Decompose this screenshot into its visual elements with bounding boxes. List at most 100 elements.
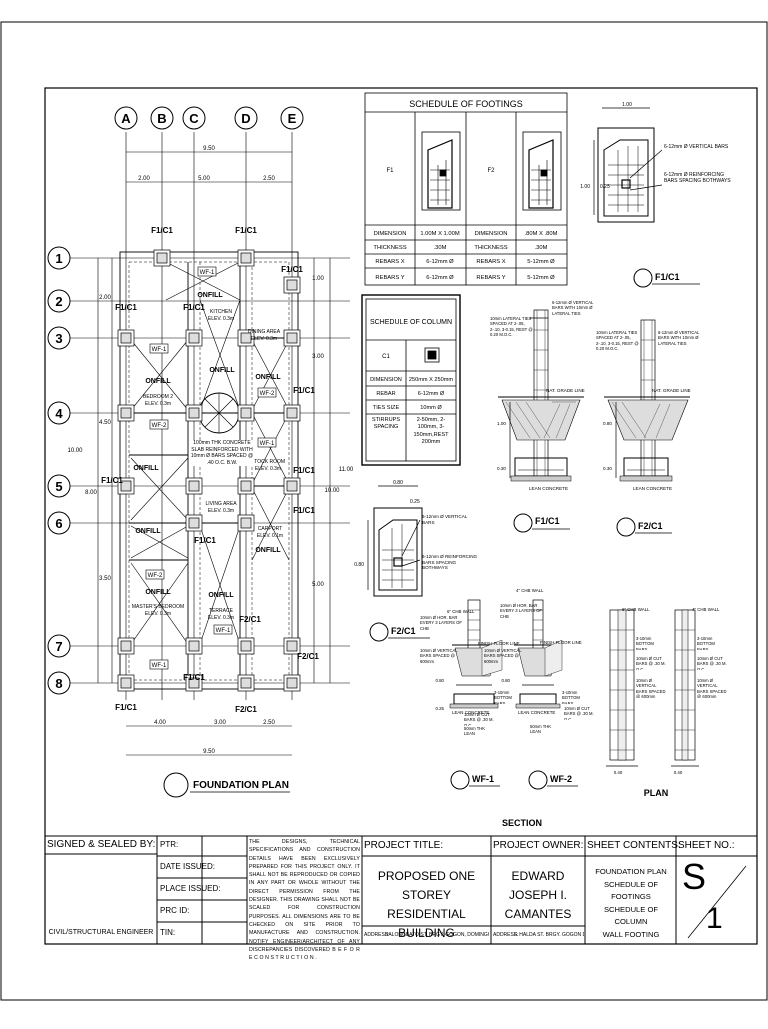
footing-cell: .30M	[434, 245, 447, 251]
footing-cell: 5-12mm Ø	[527, 275, 555, 281]
footing-cell: REBARS X	[375, 259, 404, 265]
column-cell: TIES SIZE	[373, 405, 400, 411]
tag-wf1: WF-1	[260, 441, 275, 447]
tag-wf2: WF-2	[260, 391, 275, 397]
tag-f1c1: F1/C1	[115, 303, 137, 312]
dim-label: 1.00	[497, 421, 506, 426]
tag-f1c1: F1/C1	[183, 673, 205, 682]
dim-label: 1.00	[622, 102, 632, 108]
column-cell: 250mm X 250mm	[409, 377, 453, 383]
sheet-content-item: SCHEDULE OF FOOTINGS	[603, 879, 658, 902]
dim-right-3: 11.00	[339, 467, 354, 473]
column-c1-label: C1	[382, 354, 390, 360]
detail-bubble	[616, 517, 636, 537]
slab-note: 100mm THK CONCRETE SLAB REINFORCED WITH …	[190, 440, 254, 466]
footing-cell: THICKNESS	[373, 245, 406, 251]
footing-cell: REBARS Y	[476, 275, 505, 281]
detail-bubble	[528, 770, 548, 790]
vert-bars-note: 10mm Ø VERTICAL BARS SPACED @ 600mm	[484, 648, 522, 664]
dim-label: 0.80	[354, 562, 364, 568]
title-block	[45, 835, 757, 944]
grid-row-8: 8	[55, 676, 62, 691]
cut-bars-note: 10mm Ø CUT BARS @ .30 M. O.C.	[636, 656, 666, 670]
prc-id-label: PRC ID:	[160, 906, 190, 915]
onfill-label: ONFILL	[133, 465, 159, 472]
f2c1-plan-detail	[367, 485, 423, 597]
footing-cell: REBARS X	[476, 259, 505, 265]
f1c1-section-detail	[498, 309, 584, 482]
footing-cell: .80M X .80M	[525, 231, 558, 237]
grid-row-2: 2	[55, 294, 62, 309]
dim-top-2: 5.00	[198, 176, 210, 182]
dim-bot-total: 9.50	[203, 749, 215, 755]
tag-f2c1: F2/C1	[235, 705, 257, 714]
dim-top-1: 2.00	[138, 176, 150, 182]
onfill-label: ONFILL	[145, 378, 171, 385]
hor-bar-note: 10mm Ø HOR. BAR EVERY 3 LAYERS OF CHB	[500, 603, 542, 619]
project-owner: EDWARD JOSEPH I. CAMANTES	[504, 869, 572, 921]
room-elev: ELEV. 0.3m	[145, 401, 171, 407]
footing-cell: THICKNESS	[474, 245, 507, 251]
footing-cell: DIMENSION	[475, 231, 508, 237]
dim-label: 0.25	[410, 499, 420, 505]
tag-f2c1: F2/C1	[239, 615, 261, 624]
grid-col-e: E	[288, 111, 297, 126]
dim-left-3: 10.00	[67, 448, 83, 454]
dim-label: 0.80	[603, 421, 612, 426]
footing-f2-label: F2	[487, 168, 495, 174]
note-reinforcing: 6-12mm Ø REINFORCING BARS SPACING BOTHWA…	[422, 554, 478, 571]
onfill-label: ONFILL	[255, 374, 281, 381]
grid-row-6: 6	[55, 516, 62, 531]
tag-f1c1: F1/C1	[194, 536, 216, 545]
thk-note: 50mm THK LEAN CONCRETE	[464, 726, 488, 738]
dim-label: 0.30	[497, 466, 506, 471]
dim-left-4: 8.00	[85, 490, 97, 496]
f1c1-plan-detail	[593, 107, 663, 223]
dim-right-5: 5.00	[312, 582, 324, 588]
cut-bars-note: 10mm Ø CUT BARS @ .30 M. O.C.	[564, 706, 594, 720]
room-label: DINING AREA	[248, 329, 281, 335]
tag-wf1: WF-1	[152, 347, 167, 353]
foundation-plan-title: FOUNDATION PLAN	[193, 780, 289, 791]
lean-label: LEAN CONCRETE	[452, 710, 489, 715]
sheet-no-label: SHEET NO.:	[678, 840, 735, 851]
note-vertical-bars: 6-12mm Ø VERTICAL BARS	[664, 144, 729, 150]
f2c1-plan-label: F2/C1	[391, 626, 416, 636]
dim-label: 0.40	[614, 770, 623, 775]
tag-wf1: WF-1	[216, 628, 231, 634]
grid-col-d: D	[241, 111, 250, 126]
tin-label: TIN:	[160, 928, 176, 937]
sheet-content-item: WALL FOOTING	[602, 929, 660, 939]
bottom-bars-note: 3-10mm BOTTOM BARS	[494, 690, 512, 704]
wf1-label: WF-1	[472, 774, 494, 784]
room-label: BEDROOM 2	[143, 394, 173, 400]
f2c1-section-detail	[604, 319, 690, 482]
schedule-of-column	[361, 294, 461, 466]
vert-bars-note: 10mm Ø VERTICAL BARS SPACED @ 600mm	[420, 648, 458, 664]
onfill-label: ONFILL	[208, 592, 234, 599]
room-label: MASTER'S BEDROOM	[132, 604, 184, 610]
note-vert-lat: 6-12mm Ø VERTICAL BARS WITH 10mm Ø LATER…	[552, 300, 594, 316]
note-vertical-bars: 6-12mm Ø VERTICAL BARS	[422, 514, 468, 525]
grid-bubbles-left	[47, 246, 71, 695]
dim-right-1: 1.00	[312, 276, 324, 282]
tag-f1c1: F1/C1	[235, 226, 257, 235]
footing-cell: 6-12mm Ø	[426, 275, 454, 281]
dim-label: 0.40	[674, 770, 683, 775]
tag-wf1: WF-1	[152, 663, 167, 669]
detail-bubble	[369, 622, 389, 642]
chb6-label: 6" CHB WALL	[622, 607, 650, 612]
grade-line-label: NAT. GRADE LINE	[546, 388, 585, 393]
detail-bubble	[513, 513, 533, 533]
dim-label: 0.30	[603, 466, 612, 471]
section-label: SECTION	[502, 818, 542, 828]
dim-label: 0.80	[435, 678, 444, 683]
project-title-label: PROJECT TITLE:	[364, 840, 444, 851]
room-elev: ELEV. 0.3m	[255, 466, 281, 472]
column-cell: STIRRUPS SPACING	[371, 417, 401, 430]
place-issued-label: PLACE ISSUED:	[160, 884, 221, 893]
sheet-divider	[687, 865, 747, 939]
tag-f1c1: F1/C1	[293, 466, 315, 475]
sheet-letter: S	[682, 856, 707, 897]
footing-markers	[117, 249, 301, 692]
